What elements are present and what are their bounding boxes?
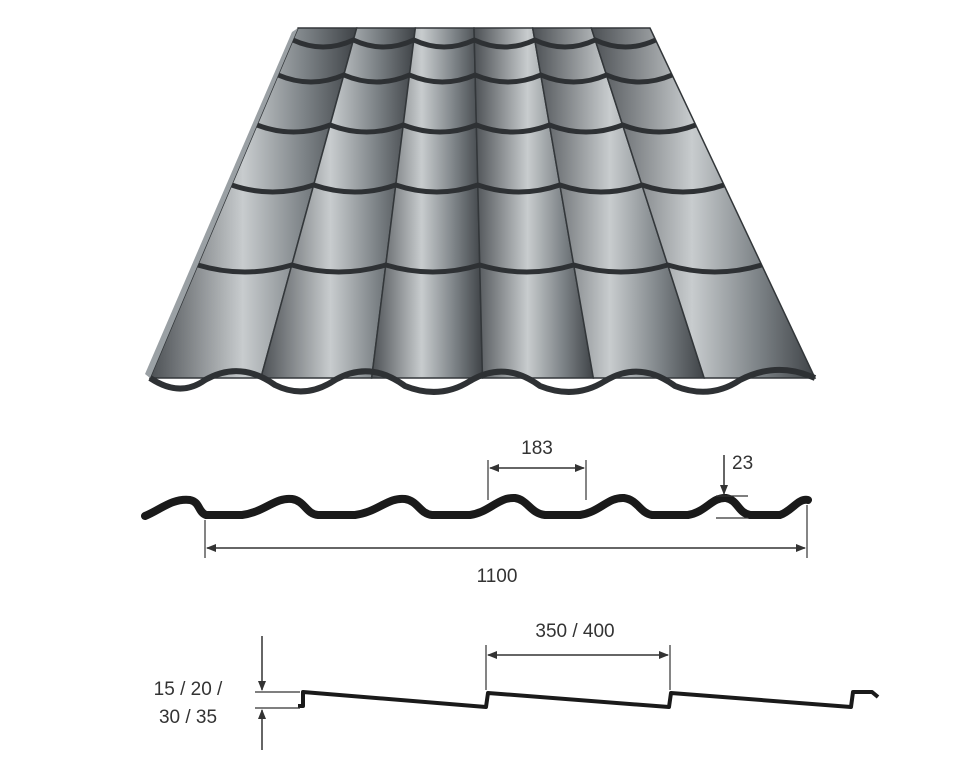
left-edge-fold (145, 28, 298, 378)
pitch-label: 183 (521, 438, 553, 459)
cross-section-profile: 183 23 1100 (141, 438, 812, 587)
step-height-label-line1: 15 / 20 / (154, 679, 223, 700)
tile-step-ridge (197, 262, 763, 275)
tile-step-ridge (277, 72, 674, 85)
width-label: 1100 (477, 566, 518, 587)
step-length-label: 350 / 400 (535, 621, 614, 642)
bottom-wave-edge (148, 366, 817, 395)
roof-sheet-illustration (145, 27, 817, 395)
side-step-profile: 350 / 400 15 / 20 / 30 / 35 (154, 621, 880, 750)
tile-columns (148, 27, 817, 379)
step-height-label-line2: 30 / 35 (159, 707, 217, 728)
cross-section-wave-line (141, 494, 812, 520)
height-label: 23 (732, 453, 753, 474)
tile-step-ridges (197, 37, 763, 275)
tile-step-ridge (256, 122, 697, 135)
step-profile-line (298, 690, 880, 709)
tile-step-ridge (230, 182, 725, 195)
tile-step-ridge (291, 37, 657, 50)
